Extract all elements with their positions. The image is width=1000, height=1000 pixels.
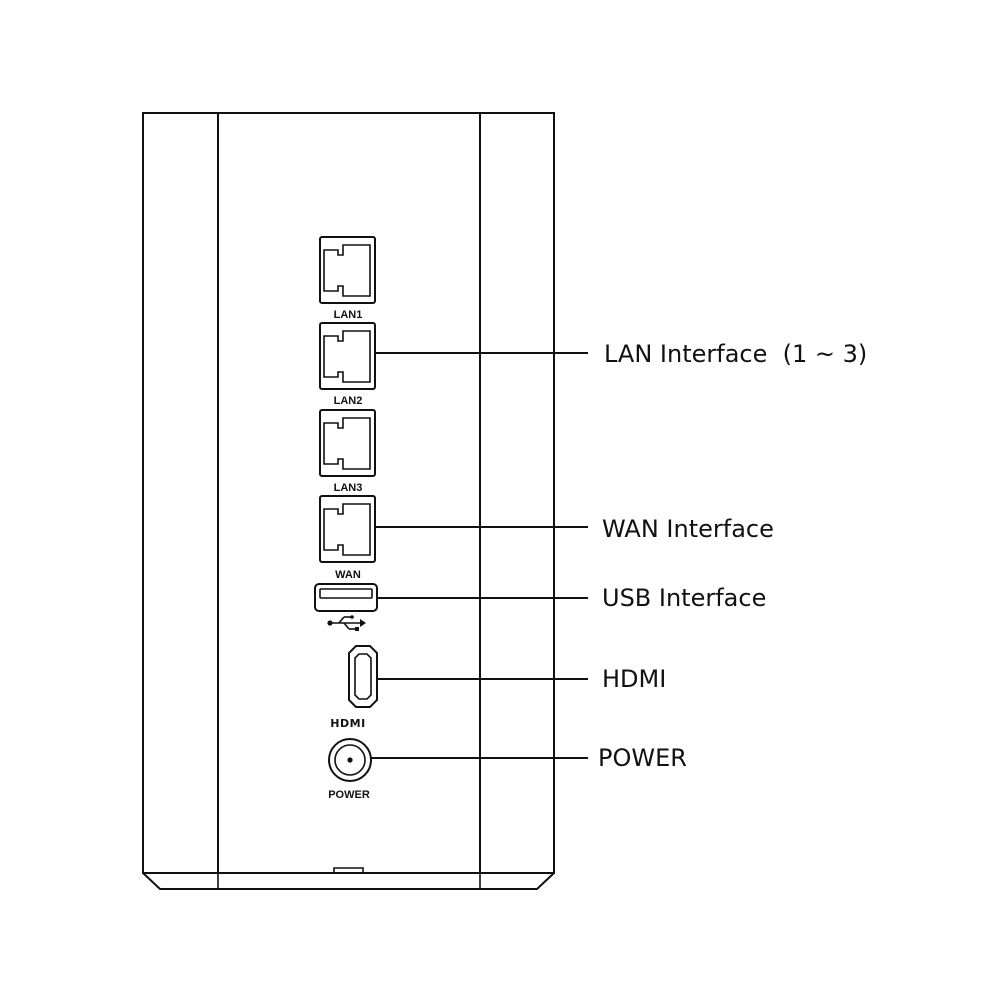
lan2-label: LAN2 bbox=[334, 395, 363, 407]
hdmi-callout: HDMI bbox=[602, 665, 666, 693]
power-callout: POWER bbox=[598, 744, 687, 772]
wan-interface-callout: WAN Interface bbox=[602, 515, 774, 543]
router-body bbox=[142, 112, 555, 890]
hdmi-logo: HDMI bbox=[330, 717, 365, 730]
lan3-label: LAN3 bbox=[334, 482, 363, 494]
power-port: POWER bbox=[328, 738, 372, 801]
lan2-port: LAN2 bbox=[319, 322, 376, 407]
usb-symbol-icon bbox=[327, 615, 366, 631]
usb-port bbox=[314, 583, 378, 612]
hdmi-port: HDMI bbox=[330, 645, 378, 730]
usb-interface-callout: USB Interface bbox=[602, 584, 766, 612]
lan3-port: LAN3 bbox=[319, 409, 376, 494]
wan-label: WAN bbox=[335, 569, 361, 581]
lan1-port: LAN1 bbox=[319, 236, 376, 321]
callout-lines bbox=[371, 352, 588, 759]
lan-interface-callout: LAN Interface (1 ~ 3) bbox=[604, 340, 867, 368]
power-label: POWER bbox=[328, 789, 370, 801]
wan-port: WAN bbox=[319, 495, 376, 581]
lan1-label: LAN1 bbox=[334, 309, 363, 321]
